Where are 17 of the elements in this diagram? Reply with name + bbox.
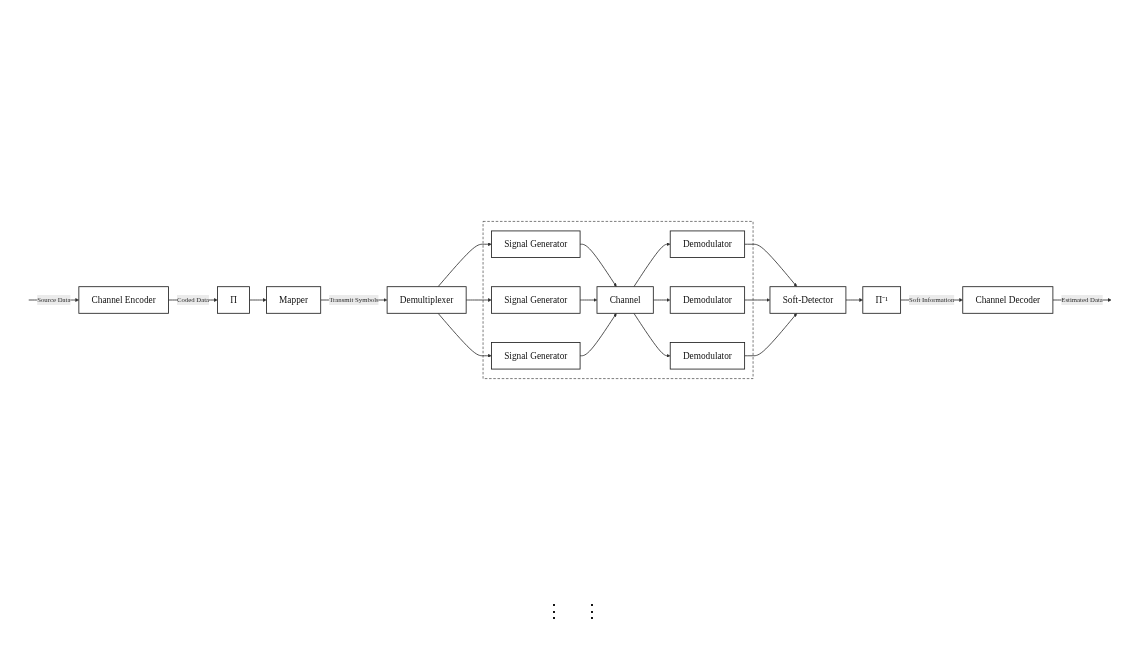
process-box: Signal Generator (491, 286, 581, 314)
process-box: Mapper (266, 286, 322, 314)
process-box: Demodulator (669, 342, 746, 370)
process-box: Demodulator (669, 230, 746, 258)
dashed-group-box (482, 221, 754, 379)
process-box: Soft-Detector (769, 286, 847, 314)
process-box: Channel Encoder (78, 286, 169, 314)
process-box: Signal Generator (491, 342, 581, 370)
process-box: Channel (596, 286, 654, 314)
ellipsis-mark: ⋮ (583, 600, 601, 622)
process-box: Channel Decoder (962, 286, 1054, 314)
process-box: Demodulator (669, 286, 746, 314)
process-box: Signal Generator (491, 230, 581, 258)
process-box: Π (217, 286, 250, 314)
process-box: Demultiplexer (386, 286, 467, 314)
ellipsis-mark: ⋮ (545, 600, 563, 622)
process-box: Π⁻¹ (862, 286, 902, 314)
